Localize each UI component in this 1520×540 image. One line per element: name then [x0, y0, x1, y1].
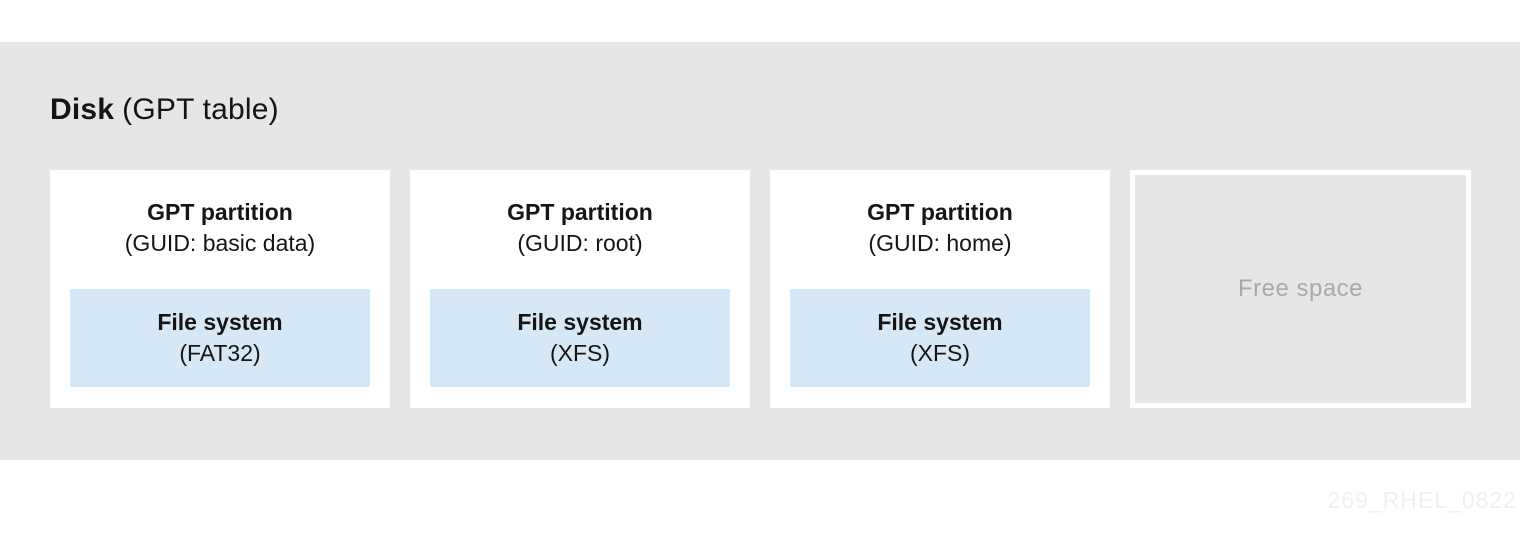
- partition-heading: GPT partition (GUID: home): [770, 170, 1110, 259]
- diagram-title-qualifier: (GPT table): [122, 93, 279, 126]
- partition-guid: (GUID: home): [868, 230, 1012, 256]
- filesystem-type: (FAT32): [179, 340, 261, 366]
- filesystem-type: (XFS): [549, 340, 611, 366]
- partition-title: GPT partition: [867, 199, 1013, 225]
- filesystem-title: File system: [157, 309, 283, 335]
- partition-title: GPT partition: [507, 199, 653, 225]
- diagram-title-disk: Disk: [50, 93, 115, 126]
- partition-heading: GPT partition (GUID: root): [410, 170, 750, 259]
- gpt-partition-basic-data: GPT partition (GUID: basic data) File sy…: [50, 170, 390, 408]
- diagram-title: Disk(GPT table): [50, 93, 279, 127]
- partition-guid: (GUID: basic data): [124, 230, 316, 256]
- filesystem-box-xfs-home: File system (XFS): [790, 289, 1090, 387]
- filesystem-box-fat32: File system (FAT32): [70, 289, 370, 387]
- partition-title: GPT partition: [147, 199, 293, 225]
- filesystem-box-xfs-root: File system (XFS): [430, 289, 730, 387]
- free-space-box: Free space: [1130, 170, 1471, 408]
- filesystem-type: (XFS): [909, 340, 971, 366]
- partition-heading: GPT partition (GUID: basic data): [50, 170, 390, 259]
- partition-guid: (GUID: root): [517, 230, 643, 256]
- gpt-partition-root: GPT partition (GUID: root) File system (…: [410, 170, 750, 408]
- filesystem-title: File system: [517, 309, 643, 335]
- disk-partitions-row: GPT partition (GUID: basic data) File sy…: [50, 170, 1471, 408]
- filesystem-title: File system: [877, 309, 1003, 335]
- watermark-text: 269_RHEL_0822: [1327, 487, 1517, 513]
- gpt-partition-home: GPT partition (GUID: home) File system (…: [770, 170, 1110, 408]
- free-space-label: Free space: [1237, 275, 1364, 302]
